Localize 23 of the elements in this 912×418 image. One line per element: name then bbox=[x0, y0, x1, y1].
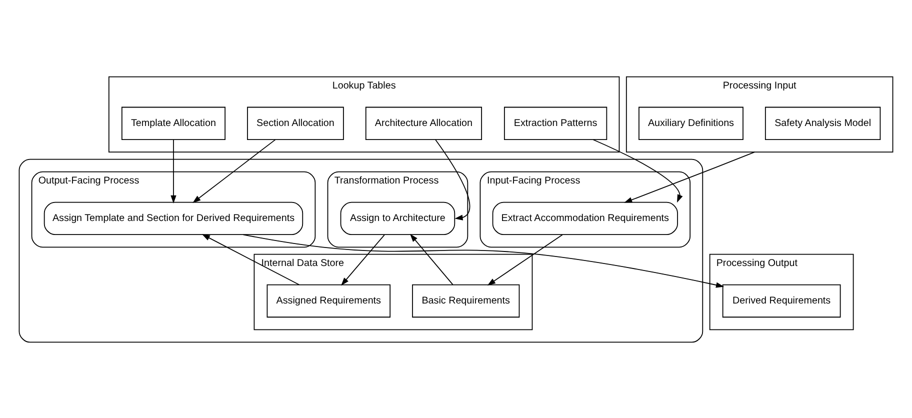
arrow bbox=[624, 151, 756, 202]
node-box: Assign Template and Section for Derived Requirements bbox=[44, 201, 304, 235]
arrow bbox=[487, 234, 563, 286]
node-box: Auxiliary Definitions bbox=[638, 106, 744, 140]
cluster bbox=[18, 158, 704, 342]
arrow bbox=[435, 138, 470, 220]
node-box: Section Allocation bbox=[247, 106, 344, 140]
node-box: Extraction Patterns bbox=[504, 106, 608, 140]
arrow bbox=[410, 233, 454, 285]
node-box: Extract Accommodation Requirements bbox=[492, 201, 678, 235]
node-box: Derived Requirements bbox=[722, 284, 841, 318]
node-box: Assigned Requirements bbox=[266, 284, 391, 318]
node-box: Assign to Architecture bbox=[340, 201, 456, 235]
node-box: Architecture Allocation bbox=[365, 106, 482, 140]
arrow bbox=[592, 138, 683, 202]
arrow bbox=[202, 234, 300, 285]
arrow bbox=[192, 138, 276, 202]
node-box: Template Allocation bbox=[121, 106, 226, 140]
arrow bbox=[341, 234, 385, 286]
node-box: Safety Analysis Model bbox=[764, 106, 881, 140]
node-box: Basic Requirements bbox=[412, 284, 520, 318]
arrow bbox=[170, 138, 176, 203]
arrow bbox=[242, 234, 724, 288]
